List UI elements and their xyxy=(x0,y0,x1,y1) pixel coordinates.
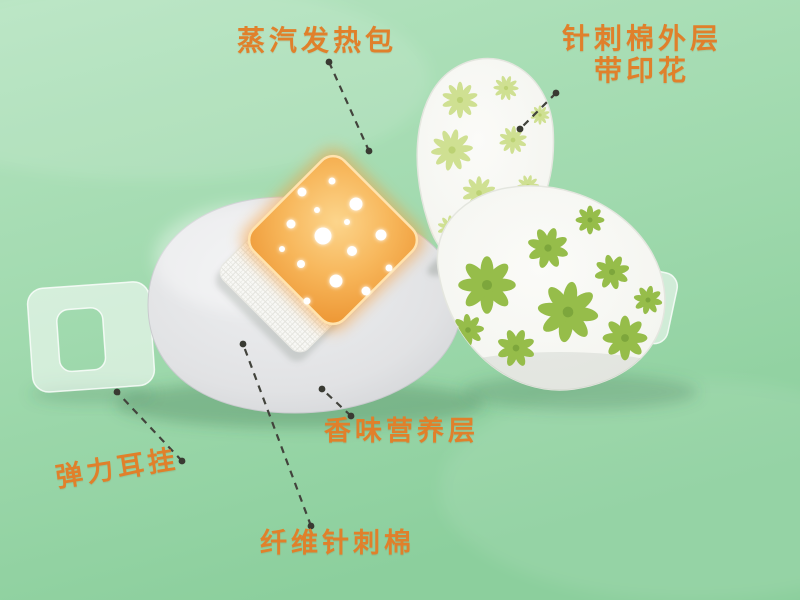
leader-dots xyxy=(113,58,560,530)
leader-fiber-cotton xyxy=(241,343,313,527)
left-ear-loop-icon xyxy=(26,281,156,393)
leader-fragrance-layer xyxy=(321,388,352,417)
leader-ear-hook xyxy=(116,391,183,462)
leader-outer-layer xyxy=(519,92,557,130)
leaf-flower-print xyxy=(437,205,665,390)
label-fragrance-layer: 香味营养层 xyxy=(324,416,479,446)
label-fiber-cotton: 纤维针刺棉 xyxy=(260,528,415,558)
floral-printed-layer-icon xyxy=(416,57,666,391)
background-highlight xyxy=(440,380,800,600)
background-highlight xyxy=(0,0,430,180)
label-outer-layer: 针刺棉外层 带印花 xyxy=(552,23,732,87)
leader-lines xyxy=(116,61,557,527)
leader-steam-pack xyxy=(327,61,371,152)
label-outer-layer-line2: 带印花 xyxy=(593,55,690,87)
steam-bubbles xyxy=(279,177,393,305)
label-steam-heat-pack: 蒸汽发热包 xyxy=(237,25,398,56)
label-outer-layer-line1: 针刺棉外层 xyxy=(561,23,722,54)
steam-heat-pack-icon xyxy=(241,148,425,332)
